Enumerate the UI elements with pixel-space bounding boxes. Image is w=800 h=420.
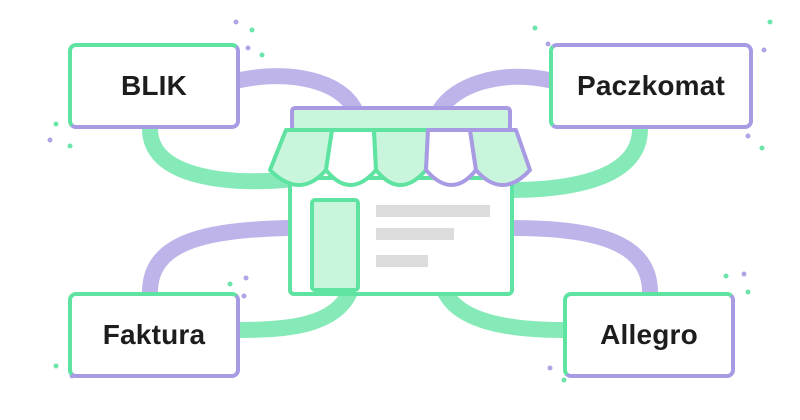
awning-4 xyxy=(424,128,478,187)
shop-storefront-icon xyxy=(268,106,532,296)
connector-blik-lower xyxy=(142,121,293,190)
connector-paczkomat xyxy=(432,68,557,118)
connector-blik xyxy=(232,68,363,118)
store-roof xyxy=(290,106,512,132)
decorative-dots xyxy=(47,19,773,383)
awning-2 xyxy=(324,128,378,187)
connector-faktura-lower xyxy=(232,284,358,338)
node-blik-label: BLIK xyxy=(120,70,188,101)
store-door xyxy=(310,198,360,292)
connector-allegro xyxy=(504,220,658,300)
node-paczkomat: Paczkomat xyxy=(549,43,753,129)
connector-faktura xyxy=(142,220,296,300)
node-paczkomat-label: Paczkomat xyxy=(576,70,726,101)
node-faktura: Faktura xyxy=(68,292,240,378)
store-line-1 xyxy=(376,205,490,217)
store-line-2 xyxy=(376,228,454,240)
node-allegro: Allegro xyxy=(563,292,735,378)
connector-allegro-lower xyxy=(437,284,571,338)
node-allegro-label: Allegro xyxy=(600,319,698,350)
node-faktura-label: Faktura xyxy=(102,319,206,350)
connector-loops xyxy=(142,68,658,338)
node-blik: BLIK xyxy=(68,43,240,129)
store-line-3 xyxy=(376,255,428,267)
awning-5 xyxy=(468,128,532,187)
connector-paczkomat-lower xyxy=(502,121,648,198)
awning-3 xyxy=(372,128,430,187)
